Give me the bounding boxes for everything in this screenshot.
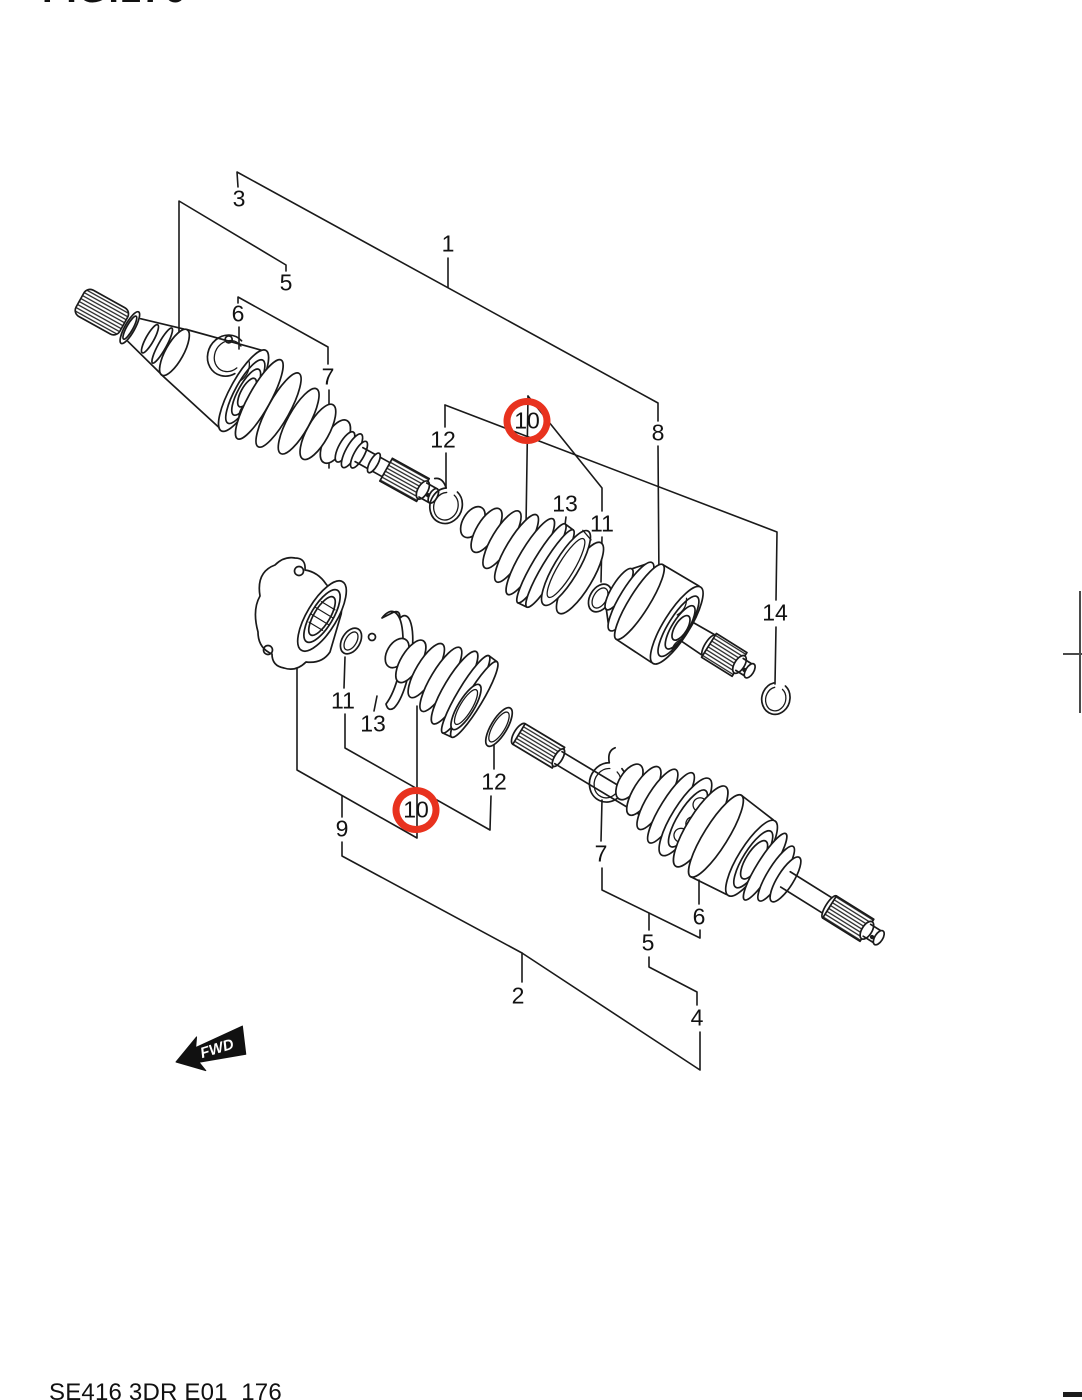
callout-label: 6	[231, 300, 245, 327]
figure-title: FIG.176	[42, 0, 186, 9]
callout-label: 13	[360, 710, 386, 737]
callout-label: 4	[690, 1004, 704, 1031]
lower-shaft	[510, 722, 654, 820]
upper-boot-band	[540, 529, 605, 615]
upper-snap-ring	[760, 682, 791, 716]
callout-label: 11	[331, 687, 355, 714]
callout-label: 12	[481, 768, 507, 795]
page-footer: SE416 3DR E01_176 FRONT DRIVE SHAFT (1)	[49, 1303, 336, 1400]
callout-label: 12	[430, 426, 456, 453]
right-edge-crop-mark	[1079, 591, 1081, 713]
upper-circlip	[429, 477, 464, 525]
callout-label: 10	[403, 796, 429, 823]
callout-label: 2	[511, 982, 525, 1009]
callout-label: 5	[641, 929, 655, 956]
highlight-circle	[392, 787, 440, 833]
bottom-right-crop-mark	[1063, 1392, 1082, 1397]
upper-outboard-shaft	[74, 288, 440, 504]
callout-label: 5	[279, 269, 293, 296]
bearing-retainer	[206, 334, 243, 378]
callout-label: 10	[514, 407, 540, 434]
upper-boot	[459, 505, 576, 609]
lower-o-ring	[339, 627, 363, 655]
footer-code: SE416 3DR E01_176	[49, 1379, 282, 1400]
leader-lines	[178, 171, 778, 1071]
callout-label: 13	[552, 490, 578, 517]
right-edge-crop-tick	[1063, 653, 1082, 655]
callout-label: 6	[692, 903, 706, 930]
lower-boot-bands	[450, 683, 514, 748]
callout-label: 9	[335, 815, 349, 842]
highlight-circle	[503, 398, 551, 444]
upper-inboard-joint	[604, 561, 756, 679]
lower-outboard-shaft	[615, 763, 886, 946]
callout-label: 1	[441, 230, 455, 257]
callout-label: 14	[762, 599, 788, 626]
callout-label: 8	[651, 419, 665, 446]
callout-label: 7	[321, 363, 335, 390]
lower-dust-cover	[367, 610, 414, 711]
lower-inboard-flange	[254, 556, 348, 670]
callout-label: 3	[232, 185, 246, 212]
callout-label: 7	[594, 840, 608, 867]
callout-label: 11	[590, 510, 614, 537]
